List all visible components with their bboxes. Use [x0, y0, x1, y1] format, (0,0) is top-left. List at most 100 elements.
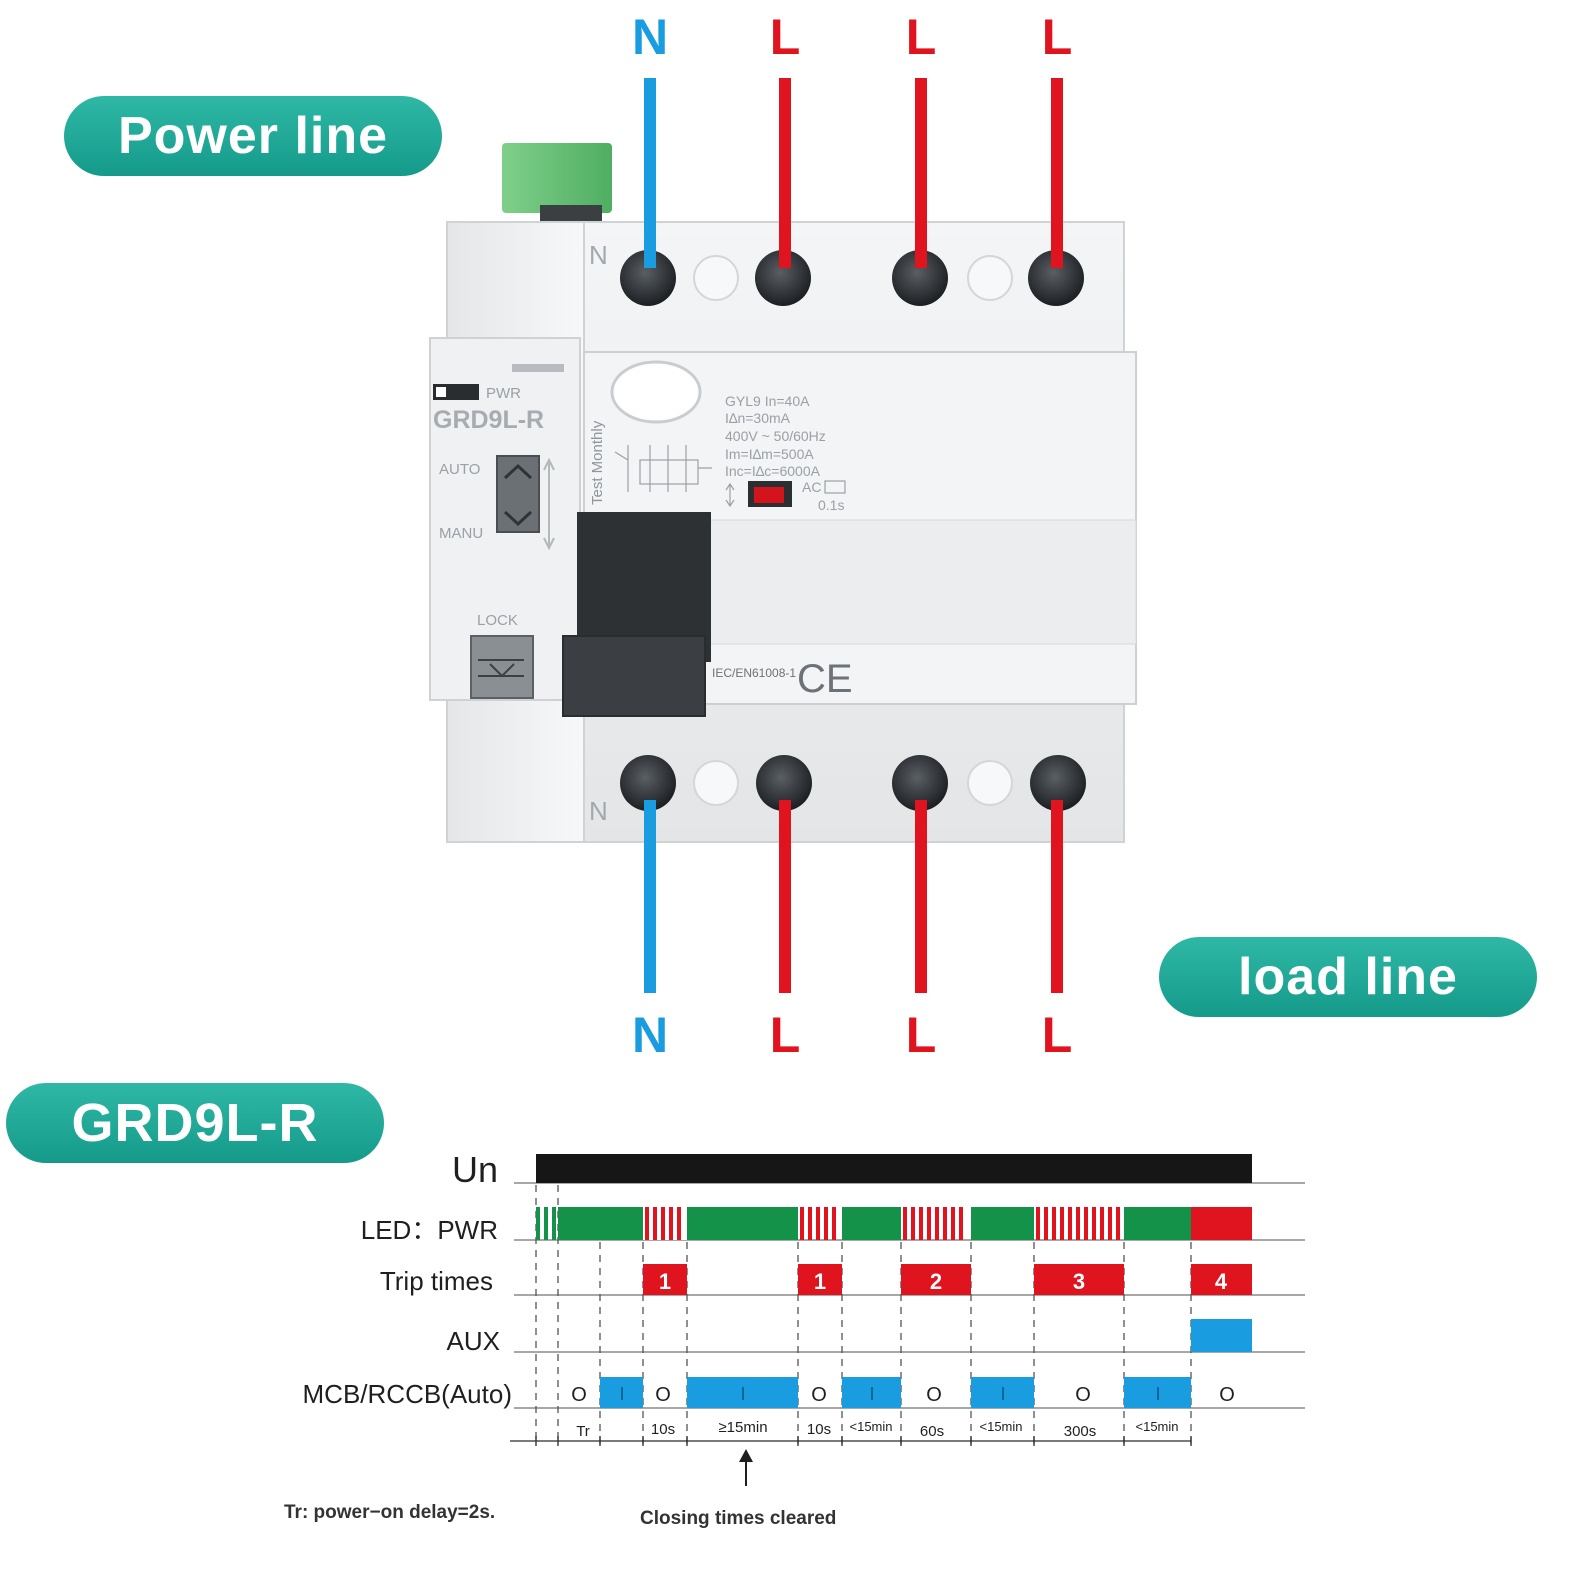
state-off-label: O — [1075, 1384, 1091, 1406]
top-screw-l1[interactable] — [755, 250, 811, 306]
device-model-text: GRD9L-R — [433, 406, 544, 434]
spec-line-3: 400V ~ 50/60Hz — [725, 428, 826, 444]
green-terminal-base — [540, 205, 602, 223]
interval-label: 10s — [651, 1421, 675, 1438]
mcb-on-block — [687, 1377, 798, 1408]
mcb-state-track: I I I I I O O O O O O — [571, 1377, 1235, 1408]
test-button[interactable] — [610, 360, 702, 424]
trip-block-1 — [643, 1264, 687, 1295]
state-off-label: O — [926, 1384, 942, 1406]
pwr-text: PWR — [486, 385, 521, 402]
bottom-label-l2: L — [906, 1007, 937, 1063]
spec-line-4: Im=I∆m=500A — [725, 446, 814, 462]
bottom-blank-hole-2 — [967, 760, 1013, 806]
bottom-terminals — [620, 755, 1086, 811]
trip-block-3 — [901, 1264, 971, 1295]
lock-arrow-icon — [478, 659, 524, 678]
bottom-blank-hole-1 — [693, 760, 739, 806]
top-label-l2: L — [906, 9, 937, 65]
model-title-label: GRD9L-R — [71, 1093, 319, 1153]
switch-arrows-icon — [503, 463, 533, 527]
led-on-red — [1191, 1207, 1252, 1240]
top-wire-l2 — [915, 78, 927, 268]
trip-time-text: 0.1s — [818, 497, 844, 513]
state-on-label: I — [869, 1384, 874, 1404]
state-on-label: I — [1155, 1384, 1160, 1404]
top-label-l1: L — [770, 9, 801, 65]
up-arrow-icon — [739, 1449, 753, 1486]
operating-handle[interactable] — [562, 635, 706, 717]
row-label-led: LED：PWR — [361, 1215, 498, 1245]
top-terminals — [620, 250, 1084, 306]
bottom-wire-n — [644, 800, 656, 993]
aux-on-block — [1191, 1319, 1252, 1352]
spec-line-2: I∆n=30mA — [725, 410, 791, 426]
state-off-label: O — [1219, 1384, 1235, 1406]
top-wire-l3 — [1051, 78, 1063, 268]
led-on-green — [971, 1207, 1034, 1240]
state-on-label: I — [740, 1384, 745, 1404]
trip-count-label: 1 — [659, 1269, 671, 1294]
load-line-badge: load line — [1159, 937, 1537, 1017]
trip-count-track: 1 1 2 3 4 — [643, 1264, 1252, 1295]
power-line-badge: Power line — [64, 96, 442, 176]
front-lower-panel — [709, 519, 1137, 645]
top-screw-l3[interactable] — [1028, 250, 1084, 306]
interval-labels: Tr 10s ≥15min 10s <15min 60s <15min 300s… — [576, 1419, 1178, 1440]
tr-footnote: Tr: power−on delay=2s. — [284, 1502, 496, 1523]
pwr-led-window — [436, 387, 446, 397]
mcb-on-block — [842, 1377, 901, 1408]
bottom-screw-l2[interactable] — [892, 755, 948, 811]
power-line-label: Power line — [117, 107, 389, 165]
bottom-screw-n[interactable] — [620, 755, 676, 811]
trip-block-4 — [1034, 1264, 1124, 1295]
state-off-label: O — [571, 1384, 587, 1406]
lock-text: LOCK — [477, 612, 518, 629]
top-blank-hole-2 — [967, 255, 1013, 301]
standard-text: IEC/EN61008-1 — [712, 666, 796, 680]
trip-count-label: 3 — [1073, 1269, 1085, 1294]
led-on-green — [1124, 1207, 1191, 1240]
model-title-badge: GRD9L-R — [6, 1083, 384, 1163]
interval-label: <15min — [980, 1419, 1023, 1434]
trip-block-2 — [798, 1264, 842, 1295]
row-label-aux: AUX — [447, 1326, 500, 1356]
interval-label: <15min — [850, 1419, 893, 1434]
bottom-wire-l2 — [915, 800, 927, 993]
bottom-n-mark: N — [589, 796, 608, 826]
trip-indicator-window — [754, 487, 784, 503]
bottom-wire-l3 — [1051, 800, 1063, 993]
top-screw-l2[interactable] — [892, 250, 948, 306]
updown-small-icon — [725, 482, 735, 508]
interval-label: 10s — [807, 1421, 831, 1438]
row-label-mcb: MCB/RCCB(Auto) — [303, 1379, 512, 1409]
state-on-label: I — [1000, 1384, 1005, 1404]
interval-dimensions — [510, 1436, 1192, 1446]
lock-slider[interactable] — [470, 635, 534, 699]
un-power-bar — [536, 1154, 1252, 1183]
led-pwr-track — [536, 1207, 1252, 1240]
spec-line-1: GYL9 In=40A — [725, 393, 810, 409]
led-on-green — [687, 1207, 798, 1240]
top-n-mark: N — [589, 240, 608, 270]
bottom-screw-l3[interactable] — [1030, 755, 1086, 811]
led-on-green — [842, 1207, 901, 1240]
top-label-l3: L — [1042, 9, 1073, 65]
top-label-n: N — [632, 9, 668, 65]
led-on-green — [558, 1207, 643, 1240]
state-off-label: O — [655, 1384, 671, 1406]
test-monthly-text: Test Monthly — [589, 420, 606, 505]
circuit-schematic-icon — [614, 445, 712, 492]
trip-count-label: 1 — [814, 1269, 826, 1294]
green-terminal-block — [502, 143, 612, 213]
bottom-wire-l1 — [779, 800, 791, 993]
led-blink-red — [1036, 1207, 1120, 1240]
bottom-label-n: N — [632, 1007, 668, 1063]
interval-label: <15min — [1136, 1419, 1179, 1434]
state-on-label: I — [619, 1384, 624, 1404]
led-blink-green — [536, 1207, 540, 1240]
auto-manu-switch[interactable] — [496, 455, 540, 533]
bottom-screw-l1[interactable] — [756, 755, 812, 811]
top-screw-n[interactable] — [620, 250, 676, 306]
